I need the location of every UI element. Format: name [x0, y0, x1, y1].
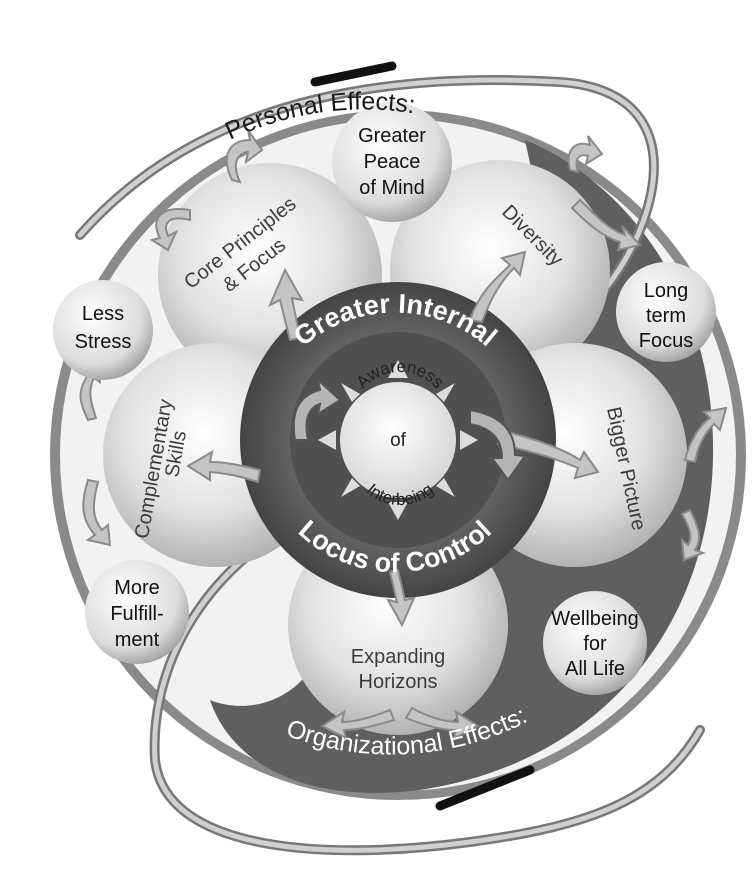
- of-label: of: [390, 430, 407, 451]
- arrow-to-core-principles: [268, 267, 304, 342]
- arrow-long-up: [567, 135, 604, 174]
- bubble-long-term: [616, 262, 716, 362]
- arrow-to-skills: [186, 450, 262, 484]
- sun-rays: [318, 360, 478, 520]
- arrow-core-left: [149, 208, 191, 252]
- long-term-line-2: term: [646, 305, 686, 327]
- bubble-less-stress: [53, 280, 153, 380]
- effect-bubbles: [53, 102, 716, 695]
- flow-arrows: [77, 129, 728, 740]
- arrow-to-diversity: [468, 250, 527, 324]
- ring-arrows: [292, 377, 527, 482]
- long-term-line-3: Focus: [639, 330, 693, 352]
- bubble-wellbeing: [543, 591, 647, 695]
- arrow-stress-up: [82, 478, 112, 547]
- bubble-fulfillment: [85, 560, 189, 664]
- wellbeing-line-1: Wellbeing: [551, 608, 638, 630]
- peace-line-2: Peace: [364, 151, 421, 173]
- fulfillment-line-2: Fulfill-: [110, 603, 163, 625]
- fulfillment-line-3: ment: [115, 629, 160, 651]
- arrow-to-bigger-picture: [496, 428, 600, 480]
- long-term-line-1: Long: [644, 280, 689, 302]
- peace-line-1: Greater: [358, 125, 426, 147]
- arrow-horizons-right: [404, 706, 481, 740]
- stress-line-1: Less: [82, 303, 124, 325]
- wellbeing-line-3: All Life: [565, 658, 625, 680]
- bubble-peace: [332, 102, 452, 222]
- effect-labels: Greater Peace of Mind Less Stress Long t…: [75, 125, 694, 680]
- arrow-to-horizons: [386, 568, 416, 628]
- fulfillment-line-1: More: [114, 577, 160, 599]
- arrow-horizons-left: [319, 708, 396, 740]
- central-ring: [240, 282, 556, 598]
- arrow-big-down: [680, 508, 706, 562]
- wellbeing-line-2: for: [583, 633, 607, 655]
- ring-arrow-right: [469, 408, 527, 482]
- peace-line-3: of Mind: [359, 177, 425, 199]
- arrow-long-right: [570, 198, 642, 252]
- expanding-label: Expanding: [351, 646, 446, 668]
- arrow-peace-left: [225, 129, 264, 184]
- arrow-big-up: [683, 406, 728, 464]
- horizons-label: Horizons: [359, 671, 438, 693]
- stress-line-2: Stress: [75, 331, 132, 353]
- ring-arrow-left: [292, 377, 342, 441]
